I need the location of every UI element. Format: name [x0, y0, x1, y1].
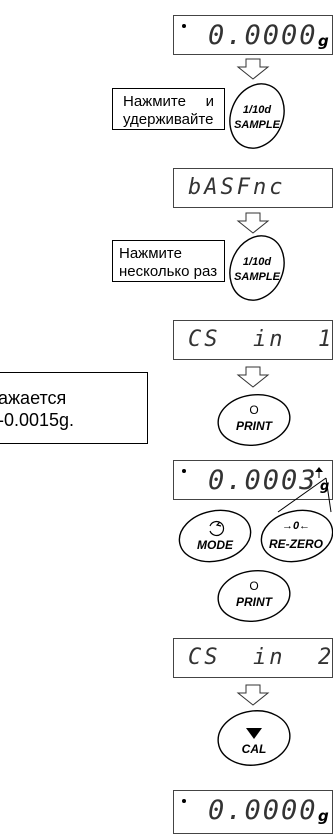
display-basfnc: bASFnc [173, 168, 333, 208]
stable-dot [182, 799, 186, 803]
print-button[interactable]: O PRINT [215, 566, 293, 626]
button-label: MODE [197, 538, 233, 552]
button-label: SAMPLE [234, 119, 280, 131]
button-label: RE-ZERO [269, 537, 323, 551]
mode-button[interactable]: MODE [176, 506, 254, 566]
note-text: удерживайте [123, 111, 214, 128]
print-circle-icon: O [249, 579, 259, 593]
button-label: PRINT [236, 419, 272, 433]
print-circle-icon: O [249, 403, 259, 417]
display-value: 0.0003 [208, 465, 318, 496]
display-csin2: CS in 2 [173, 638, 333, 678]
display-value: bASFnc [188, 175, 286, 200]
button-label: 1/10d [242, 104, 272, 116]
button-label: CAL [241, 742, 267, 756]
note-text: -0.0015g. [0, 410, 75, 430]
display-value: CS in 1 [188, 327, 333, 352]
stable-dot [182, 469, 186, 473]
display-value: 0.0000 [208, 20, 318, 51]
cycle-arrows-icon [209, 520, 225, 537]
display-zero-start: 0.0000 g [173, 15, 333, 55]
button-label: SAMPLE [234, 271, 280, 283]
print-button[interactable]: O PRINT [215, 390, 293, 450]
unit-label: g [318, 807, 329, 825]
display-csin1: CS in 1 [173, 320, 333, 360]
down-triangle-icon [246, 728, 262, 739]
cal-button[interactable]: CAL [215, 706, 293, 770]
note-press-several-times: Нажмите несколько раз [112, 240, 225, 282]
note-press-and-hold: Нажмите и удерживайте [112, 88, 225, 130]
display-zero-end: 0.0000 g [173, 790, 333, 834]
display-value: 0.0000 [208, 795, 318, 826]
note-text: Нажмите [119, 245, 182, 262]
zero-arrows-icon: →0← [281, 520, 311, 532]
note-displayed-value: ажается -0.0015g. [0, 372, 148, 444]
button-label: PRINT [236, 595, 272, 609]
sample-button[interactable]: 1/10d SAMPLE [228, 80, 286, 152]
display-value: CS in 2 [188, 645, 333, 670]
down-arrow-icon [236, 366, 270, 388]
stable-dot [182, 24, 186, 28]
down-arrow-icon [236, 212, 270, 234]
note-text: и [205, 93, 214, 110]
unit-label: g [320, 479, 330, 494]
note-text: ажается [0, 388, 67, 408]
sample-button[interactable]: 1/10d SAMPLE [228, 232, 286, 304]
down-arrow-icon [236, 684, 270, 706]
rezero-button[interactable]: →0← RE-ZERO [257, 506, 333, 566]
button-label: 1/10d [242, 256, 272, 268]
down-arrow-icon [236, 58, 270, 80]
note-text: несколько раз [119, 263, 218, 280]
stability-arrows-icon [315, 467, 323, 478]
unit-label: g [318, 32, 329, 50]
note-text: Нажмите [123, 93, 186, 110]
display-reading: 0.0003 g [173, 460, 333, 500]
